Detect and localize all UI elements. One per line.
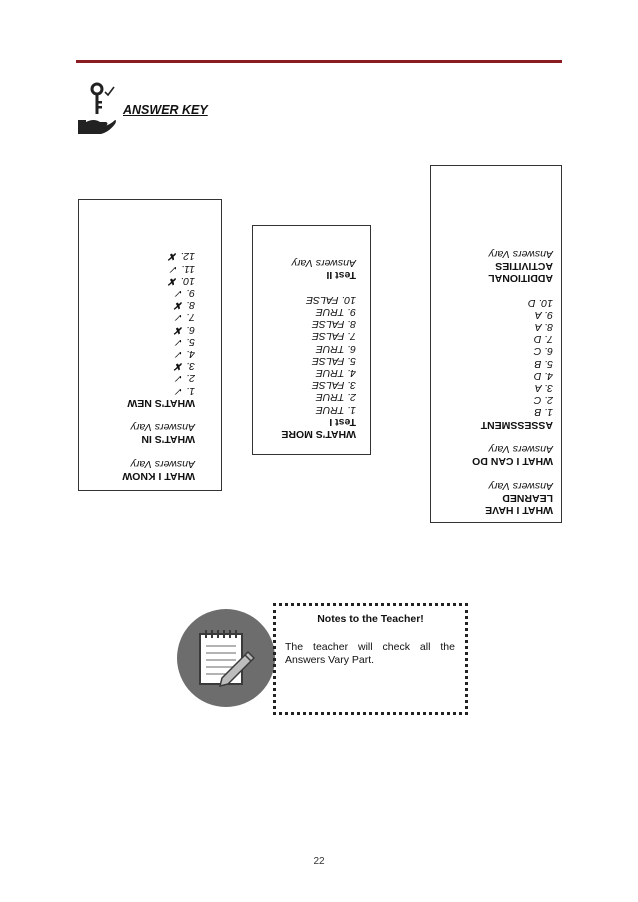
answer-line: ADDITIONAL: [488, 272, 553, 285]
page-number: 22: [313, 856, 325, 867]
answer-line: WHAT I CAN DO: [472, 455, 553, 468]
answer-line: Answers Vary: [130, 457, 195, 470]
answer-line: WHAT I KNOW: [122, 470, 195, 482]
header-rule: [76, 60, 562, 63]
answer-line: Test II: [326, 269, 356, 282]
answer-line: 9. ✓: [174, 286, 195, 299]
answer-line: [439, 431, 553, 443]
answer-line: Answers Vary: [130, 421, 195, 434]
answer-line: 9. A: [534, 308, 553, 321]
answer-line: WHAT'S NEW: [127, 396, 195, 409]
answer-line: 7. FALSE: [311, 330, 356, 343]
answer-line: 10. FALSE: [306, 293, 356, 306]
answer-line: 4. TRUE: [315, 366, 356, 379]
notes-title: Notes to the Teacher!: [317, 613, 424, 625]
answer-line: 7. ✓: [174, 311, 195, 324]
answer-line: 1. B: [534, 406, 553, 419]
answer-line: WHAT I HAVE: [485, 504, 553, 516]
answer-line: 5. FALSE: [311, 354, 356, 367]
answer-line: 2. ✓: [174, 372, 195, 385]
answer-line: 5. B: [534, 357, 553, 370]
notes-body: The teacher will check all the Answers V…: [285, 641, 455, 666]
answer-line: ACTIVITIES: [495, 259, 553, 272]
answer-line: 3. FALSE: [311, 379, 356, 392]
answer-line: 6. C: [533, 345, 553, 358]
answer-line: 11. ✓: [169, 262, 195, 275]
answer-line: 1. ✓: [174, 384, 195, 397]
answer-line: 4. D: [533, 369, 553, 382]
answer-line: 3. A: [534, 381, 553, 394]
answer-line: 4. ✓: [174, 347, 195, 360]
answer-line: 7. D: [533, 333, 553, 346]
answer-line: 1. TRUE: [315, 403, 356, 416]
answer-line: 10. D: [527, 296, 553, 309]
answer-line: 10. ✘: [168, 274, 195, 287]
answer-line: 3. ✘: [174, 360, 195, 373]
notepad-pencil-icon: [177, 609, 275, 707]
answer-line: 6. TRUE: [315, 342, 356, 355]
answer-line: [439, 284, 553, 296]
answer-line: LEARNED: [502, 491, 553, 504]
answer-line: Answers Vary: [488, 479, 553, 492]
answer-line: 6. ✘: [174, 323, 195, 336]
answer-key-title: ANSWER KEY: [123, 103, 208, 117]
answer-line: 8. ✘: [174, 299, 195, 312]
answer-line: Test I: [329, 415, 356, 428]
answer-line: 2. C: [533, 394, 553, 407]
answer-line: 5. ✓: [174, 335, 195, 348]
notes-to-teacher-box: Notes to the Teacher! The teacher will c…: [273, 603, 468, 715]
answer-line: [267, 281, 356, 293]
answer-line: [105, 409, 195, 421]
answer-line: 2. TRUE: [315, 391, 356, 404]
answer-line: 9. TRUE: [315, 305, 356, 318]
answer-line: WHAT'S MORE: [281, 428, 356, 440]
answer-line: 8. FALSE: [311, 318, 356, 331]
answer-key-icon: [78, 82, 116, 134]
answer-line: Answers Vary: [291, 257, 356, 270]
answer-line: ASSESSMENT: [480, 418, 553, 431]
answer-line: WHAT'S IN: [141, 433, 195, 446]
answer-line: [439, 467, 553, 479]
answer-line: Answers Vary: [488, 442, 553, 455]
answer-line: Answers Vary: [488, 247, 553, 260]
answer-line: 8. A: [534, 320, 553, 333]
answer-line: [105, 445, 195, 457]
answer-line: 12. ✘: [168, 250, 195, 263]
